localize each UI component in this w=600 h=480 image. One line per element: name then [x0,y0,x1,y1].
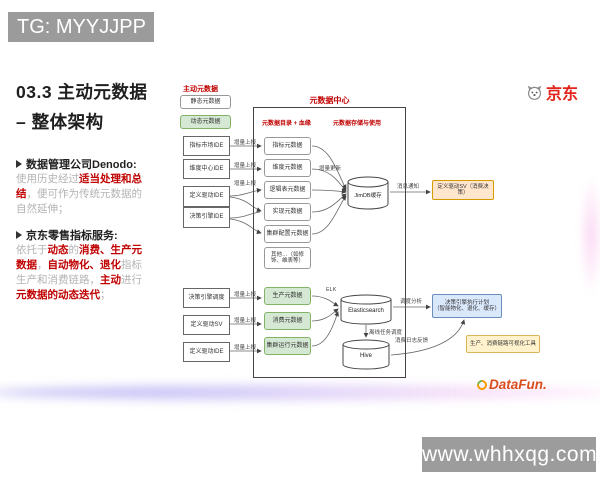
arrow-bullet-icon [16,160,22,168]
hive-cylinder: Hive [342,339,390,370]
pink-glow-decor [578,175,600,295]
arrow-label: 增量上报 [234,163,257,169]
database-icon [347,176,389,210]
storage-column-header: 元数据存储与使用 [333,121,382,127]
jd-logo-text: 京东 [546,86,579,103]
arrow-label: 调度分析 [400,299,423,305]
arrow-label: 增量上报 [234,318,257,324]
catalog-other-box: 其他…（如修饰、维表等） [264,247,311,269]
source-box: 指标市场IDE [183,136,230,156]
arrow-label: 消息通知 [397,184,420,190]
exec-plan-box: 决策引擎执行计划 （智能物化、退化、缓存） [432,294,502,318]
arrow-label: 增量上报 [234,181,257,187]
catalog-box: 实现元数据 [264,203,311,221]
arrow-label: 离线任务调度 [369,330,403,336]
metadata-center-container [253,107,406,378]
arrow-label: ELK [326,287,337,293]
consume-decision-box: 定义驱动SV（消费决策） [432,180,494,200]
site-watermark: www.whhxqg.com [422,437,597,472]
catalog-box: 维度元数据 [264,159,311,177]
arrow-bullet-icon [16,231,22,239]
bullet1-heading: 数据管理公司Denodo: [16,156,137,172]
datafun-swirl-icon [474,377,490,392]
jimdb-cylinder: JimDB缓存 [347,176,389,210]
catalog-box: 指标元数据 [264,137,311,155]
catalog-box-dynamic: 集群运行元数据 [264,337,311,355]
jd-logo: 京东 [526,80,578,104]
source-box: 决策引擎IDE [183,207,230,228]
arrow-label: 增量上报 [234,345,257,351]
pink-ribbon-decor [0,385,600,400]
arrow-label: 增量上报 [234,140,257,146]
catalog-box-dynamic: 生产元数据 [264,287,311,305]
catalog-box-dynamic: 消费元数据 [264,312,311,330]
elasticsearch-cylinder: Elasticsearch [340,294,392,325]
database-icon [340,294,392,325]
source-box: 维度中心IDE [183,159,230,179]
datafun-logo-text: DataFun. [489,377,547,392]
arrow-label: 消费日志反馈 [395,338,429,344]
bullet2-paragraph: 依托于动态的消费、生产元数据，自动物化、退化指标生产和消费链路，主动进行元数据的… [16,244,142,301]
legend-dynamic-box: 动态元数据 [180,115,231,129]
page-subtitle: – 整体架构 [16,112,104,132]
source-box: 决策引擎调度 [183,288,230,308]
visualization-tools-box: 生产、消费链路可视化工具 [466,335,540,353]
catalog-box: 逻辑表元数据 [264,181,311,199]
tg-watermark: TG: MYYJJPP [8,12,154,42]
arrow-label: 增量上报 [234,292,257,298]
arrow-label: 增量更新 [319,166,342,172]
page-title: 03.3 主动元数据 [16,82,148,102]
source-box: 定义驱动IDE [183,342,230,362]
bullet2-heading: 京东零售指标服务: [16,227,118,243]
bullet1-paragraph: 使用历史经过适当处理和总结，便可作为传统元数据的自然延伸； [16,173,142,215]
catalog-box: 集群配置元数据 [264,225,311,243]
legend-title: 主动元数据 [183,86,218,93]
catalog-column-header: 元数据目录 + 血缘 [262,121,311,127]
metadata-center-title: 元数据中心 [309,96,350,105]
source-box: 定义驱动IDE [183,186,230,207]
source-box: 定义驱动SV [183,315,230,335]
legend-static-box: 静态元数据 [180,95,231,109]
database-icon [342,339,390,370]
jd-mascot-icon [527,85,542,100]
datafun-logo: DataFun. [474,377,547,392]
